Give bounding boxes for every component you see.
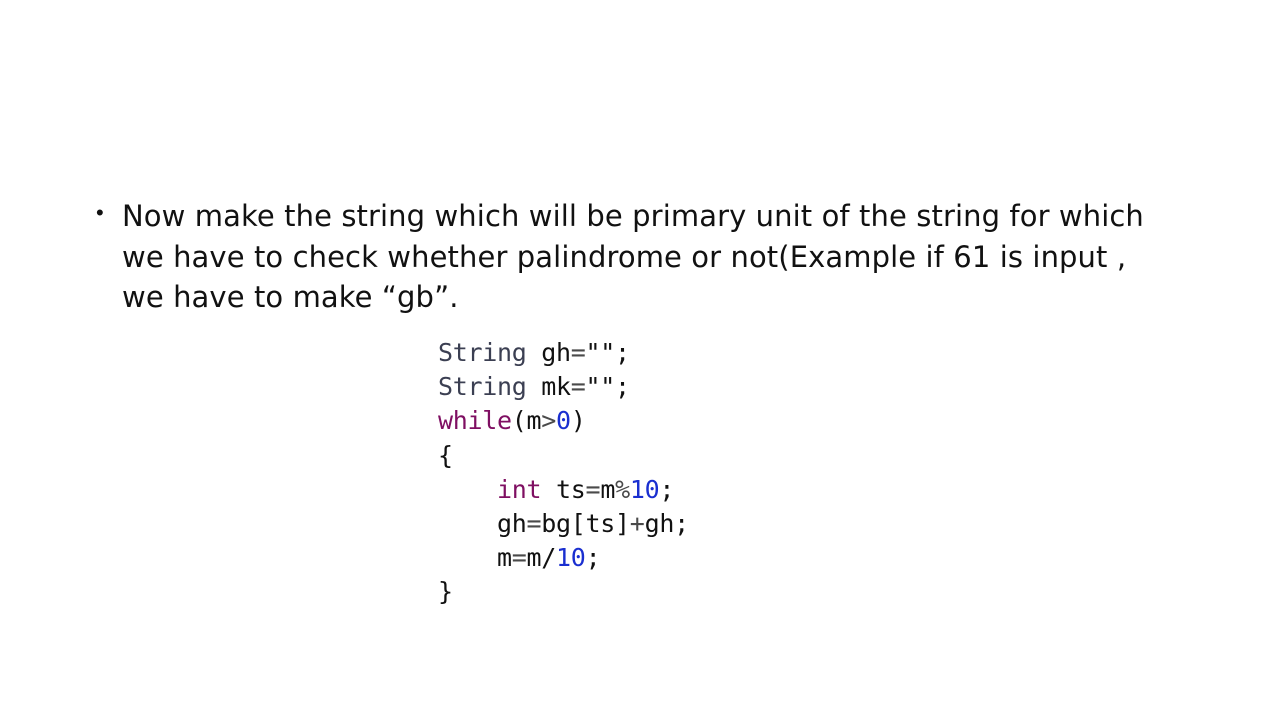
code-token: String <box>438 372 527 402</box>
code-token <box>438 475 497 504</box>
code-line: String mk=""; <box>438 370 689 404</box>
bullet-marker: • <box>96 200 104 225</box>
bullet-line-1: Now make the string which will be primar… <box>122 199 1144 233</box>
code-token: gh <box>438 508 527 538</box>
code-token: = <box>585 474 601 504</box>
code-line: { <box>438 439 689 473</box>
code-token: while <box>438 406 512 436</box>
code-line: m=m/10; <box>438 541 689 575</box>
code-token: m <box>600 474 616 504</box>
code-token: % <box>615 474 630 504</box>
code-token: = <box>511 543 527 573</box>
code-token: ; <box>659 474 675 504</box>
code-token: 0 <box>556 406 571 436</box>
code-token: int <box>497 474 542 504</box>
code-token: gh <box>526 338 571 367</box>
code-block: String gh="";String mk="";while(m>0){ in… <box>438 336 689 610</box>
code-line: gh=bg[ts]+gh; <box>438 507 689 541</box>
code-token: ts <box>541 474 586 504</box>
code-token: } <box>438 577 453 607</box>
code-line: int ts=m%10; <box>438 473 689 507</box>
code-token: = <box>570 372 586 402</box>
code-token: mk <box>526 372 571 402</box>
code-token: 10 <box>556 543 586 573</box>
code-line: String gh=""; <box>438 336 689 370</box>
code-token: ) <box>570 406 586 436</box>
bullet-line-3: we have to make “gb”. <box>122 280 459 314</box>
code-token: ""; <box>585 338 631 367</box>
code-token: = <box>526 508 542 538</box>
code-token: 10 <box>629 474 660 504</box>
code-token: ; <box>585 543 601 573</box>
code-token: String <box>438 338 527 367</box>
code-token: = <box>570 338 586 367</box>
code-snippet-image: String gh="";String mk="";while(m>0){ in… <box>430 328 730 618</box>
code-token: + <box>629 508 645 538</box>
bullet-text: Now make the string which will be primar… <box>122 196 1206 318</box>
code-token: m <box>438 543 512 573</box>
code-token: (m <box>511 406 542 436</box>
code-line: } <box>438 575 689 609</box>
code-token: bg[ts] <box>541 508 630 538</box>
bullet-line-2: we have to check whether palindrome or n… <box>122 239 1127 274</box>
bullet-point: • Now make the string which will be prim… <box>96 196 1206 318</box>
code-token: gh; <box>644 508 690 538</box>
code-line: while(m>0) <box>438 404 689 438</box>
cropped-line-fragment <box>528 328 638 334</box>
code-token: > <box>541 406 557 436</box>
code-token: { <box>438 440 453 470</box>
code-token: m/ <box>526 543 557 573</box>
code-token: ""; <box>585 372 631 402</box>
